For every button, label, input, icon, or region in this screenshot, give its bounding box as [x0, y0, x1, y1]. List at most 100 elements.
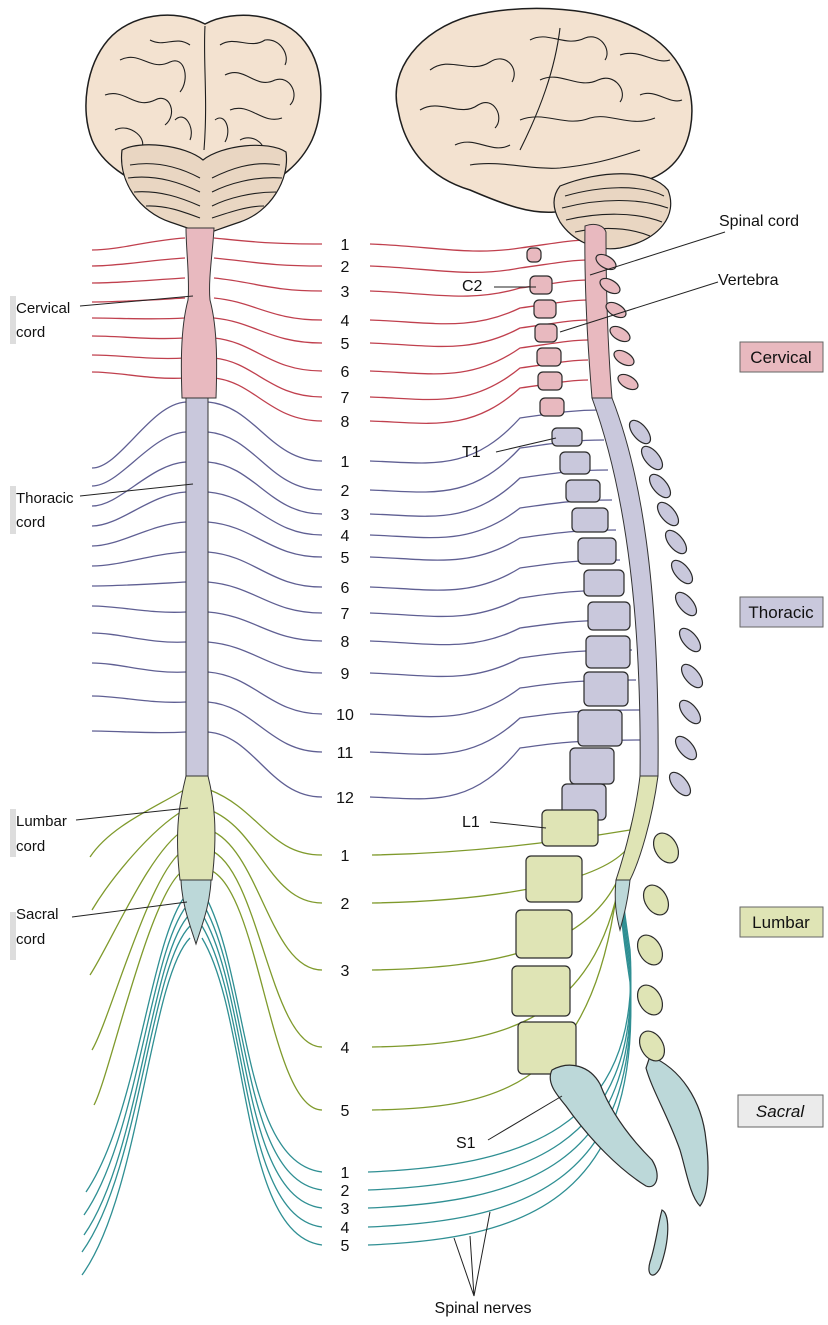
- left-nerve-thoracic-4: [92, 492, 186, 526]
- mid-nerve-sacral-3: [202, 914, 322, 1208]
- svg-text:Thoracic: Thoracic: [16, 490, 74, 507]
- region-thoracic: Thoracic: [740, 597, 823, 627]
- nerve-number-cervical-4: 4: [341, 313, 350, 330]
- nerve-number-thoracic-8: 8: [341, 634, 350, 651]
- thoracic-spine-9: [678, 661, 707, 691]
- nerve-number-lumbar-2: 2: [341, 896, 350, 913]
- left-nerve-cervical-8: [92, 372, 185, 378]
- thoracic-spine-3: [646, 471, 675, 501]
- nerve-number-sacral-1: 1: [341, 1165, 350, 1182]
- thoracic-vertebra-10: [578, 710, 622, 746]
- mid-nerve-sacral-1: [202, 890, 322, 1172]
- mid-nerve-thoracic-8: [208, 612, 322, 641]
- thoracic-vertebra-6: [584, 570, 624, 596]
- spinal-nerves-label: Spinal nerves: [435, 1212, 532, 1317]
- mid-nerve-thoracic-1: [208, 402, 322, 461]
- left-nerve-cervical-2: [92, 258, 185, 266]
- cervical-vertebra-3: [534, 300, 556, 318]
- svg-text:cord: cord: [16, 514, 45, 531]
- left-nerve-thoracic-6: [92, 552, 186, 566]
- nerve-number-cervical-7: 7: [341, 390, 350, 407]
- right-nerve-cervical-1: [370, 240, 588, 251]
- mid-nerve-thoracic-11: [208, 702, 322, 752]
- mid-nerve-cervical-2: [214, 258, 322, 266]
- cervical-vertebra-2: [530, 276, 552, 294]
- svg-text:Cervical: Cervical: [750, 348, 811, 367]
- mid-nerve-cervical-5: [214, 318, 322, 343]
- thoracic-cord-label: Thoracic cord: [10, 484, 193, 534]
- nerve-number-thoracic-3: 3: [341, 507, 350, 524]
- nerve-number-cervical-6: 6: [341, 364, 350, 381]
- nerve-number-cervical-8: 8: [341, 414, 350, 431]
- left-nerve-thoracic-12: [92, 731, 186, 733]
- cervical-vertebra-6: [538, 372, 562, 390]
- brain-lateral-view: [396, 8, 692, 248]
- thoracic-vertebra-2: [560, 452, 590, 474]
- mid-nerve-thoracic-5: [208, 522, 322, 557]
- mid-nerve-thoracic-12: [208, 732, 322, 797]
- thoracic-spine-8: [676, 625, 705, 655]
- left-nerve-lumbar-2: [92, 810, 184, 910]
- cervical-spine-5: [611, 347, 636, 368]
- nerve-number-lumbar-3: 3: [341, 963, 350, 980]
- left-nerve-lumbar-5: [94, 870, 184, 1105]
- thoracic-vertebra-3: [566, 480, 600, 502]
- svg-text:Spinal nerves: Spinal nerves: [435, 1300, 532, 1317]
- mid-nerve-thoracic-7: [208, 582, 322, 613]
- lumbar-vertebra-4: [512, 966, 570, 1016]
- coccyx: [649, 1210, 668, 1275]
- mid-nerve-thoracic-9: [208, 642, 322, 673]
- nerve-number-thoracic-12: 12: [336, 790, 354, 807]
- lumbar-cord-segment: [178, 776, 215, 880]
- sacral-cord-label: Sacral cord: [10, 902, 187, 960]
- nerve-number-lumbar-5: 5: [341, 1103, 350, 1120]
- lumbar-cord-label: Lumbar cord: [10, 808, 188, 857]
- mid-nerve-cervical-3: [214, 278, 322, 291]
- thoracic-spine-2: [638, 443, 667, 473]
- lumbar-spine-3: [632, 931, 667, 970]
- right-nerve-lumbar-3: [372, 830, 632, 970]
- svg-text:L1: L1: [462, 814, 480, 831]
- svg-text:Cervical: Cervical: [16, 300, 70, 317]
- nerve-number-sacral-3: 3: [341, 1201, 350, 1218]
- nerve-number-sacral-5: 5: [341, 1238, 350, 1255]
- lumbar-spine-4: [632, 981, 667, 1020]
- nerve-number-sacral-4: 4: [341, 1220, 350, 1237]
- right-nerve-lumbar-4: [372, 850, 628, 1047]
- mid-nerve-cervical-1: [214, 238, 322, 244]
- svg-text:Spinal cord: Spinal cord: [719, 213, 799, 230]
- thoracic-spine-10: [676, 697, 705, 727]
- thoracic-vertebra-1: [552, 428, 582, 446]
- svg-text:Vertebra: Vertebra: [718, 272, 779, 289]
- svg-text:Sacral: Sacral: [16, 906, 59, 923]
- cervical-cord-segment: [181, 228, 216, 398]
- svg-text:S1: S1: [456, 1135, 476, 1152]
- left-nerve-cervical-5: [92, 318, 185, 319]
- thoracic-spine-6: [668, 557, 697, 587]
- left-nerve-cervical-1: [92, 238, 185, 250]
- cervical-vertebra-4: [535, 324, 557, 342]
- region-lumbar: Lumbar: [740, 907, 823, 937]
- svg-text:T1: T1: [462, 444, 481, 461]
- lumbar-spine-5: [634, 1027, 669, 1066]
- nerve-number-thoracic-2: 2: [341, 483, 350, 500]
- svg-text:Sacral: Sacral: [756, 1102, 805, 1121]
- thoracic-spine-4: [654, 499, 683, 529]
- lumbar-vertebra-3: [516, 910, 572, 958]
- mid-nerve-lumbar-4: [210, 850, 322, 1047]
- right-nerve-cervical-2: [370, 260, 588, 272]
- nerve-number-thoracic-1: 1: [341, 454, 350, 471]
- mid-nerve-thoracic-6: [208, 552, 322, 587]
- cervical-vertebra-5: [537, 348, 561, 366]
- thoracic-vertebra-4: [572, 508, 608, 532]
- thoracic-spine-7: [672, 589, 701, 619]
- nerve-number-thoracic-9: 9: [341, 666, 350, 683]
- left-nerve-thoracic-3: [92, 462, 186, 506]
- thoracic-vertebra-5: [578, 538, 616, 564]
- mid-nerve-lumbar-5: [210, 870, 322, 1110]
- mid-nerve-cervical-8: [214, 378, 322, 421]
- thoracic-vertebra-7: [588, 602, 630, 630]
- left-nerve-cervical-3: [92, 278, 185, 283]
